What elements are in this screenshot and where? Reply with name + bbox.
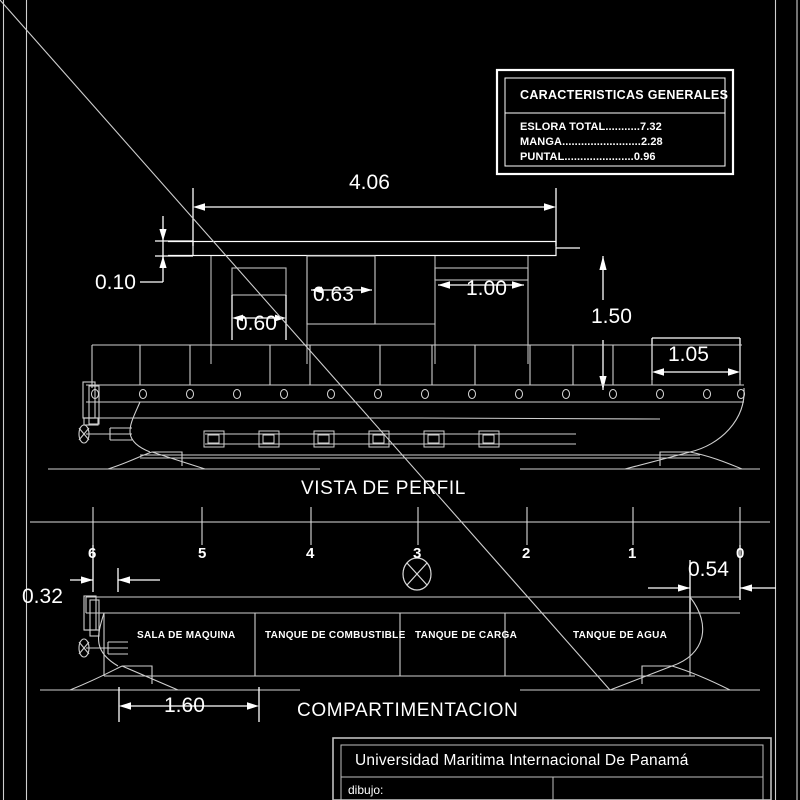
dim-label-1-05: 1.05 [668, 343, 709, 366]
compartment-label-tanque-de-combustible: TANQUE DE COMBUSTIBLE [265, 630, 406, 641]
station-label-5: 5 [198, 545, 207, 562]
spec-row-manga-value: 2.28 [640, 136, 663, 148]
dim-4-06 [192, 188, 557, 246]
dim-label-0-60: 0.60 [236, 312, 277, 335]
dim-0-32 [70, 545, 160, 592]
dim-label-0-32: 0.32 [22, 585, 63, 608]
bilge-rail [203, 430, 576, 448]
deckhouse [210, 255, 529, 364]
station-axis [30, 507, 770, 545]
spec-row-eslora-leader: ........... [605, 121, 641, 133]
deck-plate [168, 240, 580, 257]
spec-row-puntal-label: PUNTAL [520, 151, 565, 163]
dim-1-60 [118, 687, 260, 722]
dim-label-0-54: 0.54 [688, 558, 729, 581]
station-label-2: 2 [522, 545, 531, 562]
dim-label-1-60: 1.60 [164, 694, 205, 717]
spec-row-eslora-label: ESLORA TOTAL [520, 121, 606, 133]
station-label-4: 4 [306, 545, 315, 562]
spec-row-puntal-value: 0.96 [633, 151, 656, 163]
dim-1-50 [599, 256, 607, 390]
station-label-6: 6 [88, 545, 97, 562]
dim-label-0-10: 0.10 [95, 271, 136, 294]
compartment-label-sala-de-maquina: SALA DE MAQUINA [137, 630, 236, 641]
midship-symbol-icon [402, 557, 432, 591]
rudder-propeller-profile [78, 381, 132, 444]
spec-row-manga-label: MANGA [520, 136, 563, 148]
compartment-hull [0, 0, 760, 691]
title-block-frame [332, 737, 772, 800]
compartment-label-tanque-de-agua: TANQUE DE AGUA [573, 630, 668, 641]
dim-1-00 [438, 281, 524, 289]
spec-row-eslora: ESLORA TOTAL...........7.32 [520, 122, 662, 133]
title-block-institution: Universidad Maritima Internacional De Pa… [355, 752, 689, 769]
title-block-field-dibujo: dibujo: [348, 783, 384, 797]
dim-label-0-63: 0.63 [313, 283, 354, 306]
dim-label-4-06: 4.06 [349, 171, 390, 194]
station-label-1: 1 [628, 545, 637, 562]
spec-row-puntal-leader: ...................... [564, 151, 634, 163]
compartment-label-tanque-de-carga: TANQUE DE CARGA [415, 630, 518, 641]
spec-box-frame [495, 68, 735, 176]
spec-row-puntal: PUNTAL......................0.96 [520, 152, 656, 163]
spec-row-manga-leader: ......................... [562, 136, 641, 148]
dim-label-1-00: 1.00 [466, 277, 507, 300]
spec-row-eslora-value: 7.32 [640, 121, 662, 133]
dim-0-60 [231, 295, 287, 340]
dim-0-54 [648, 545, 776, 620]
portholes [91, 389, 745, 399]
station-label-0: 0 [736, 545, 745, 562]
profile-view-title: VISTA DE PERFIL [301, 478, 466, 499]
compartment-view-title: COMPARTIMENTACION [297, 700, 519, 721]
dim-label-1-50: 1.50 [591, 305, 632, 328]
dim-0-63 [311, 286, 372, 294]
spec-row-manga: MANGA.........................2.28 [520, 137, 663, 148]
spec-box-title: CARACTERISTICAS GENERALES [520, 88, 729, 102]
rudder-propeller-compartment [78, 595, 128, 658]
hull-profile [48, 344, 760, 470]
station-label-3: 3 [413, 545, 422, 562]
dim-0-10 [140, 216, 193, 283]
